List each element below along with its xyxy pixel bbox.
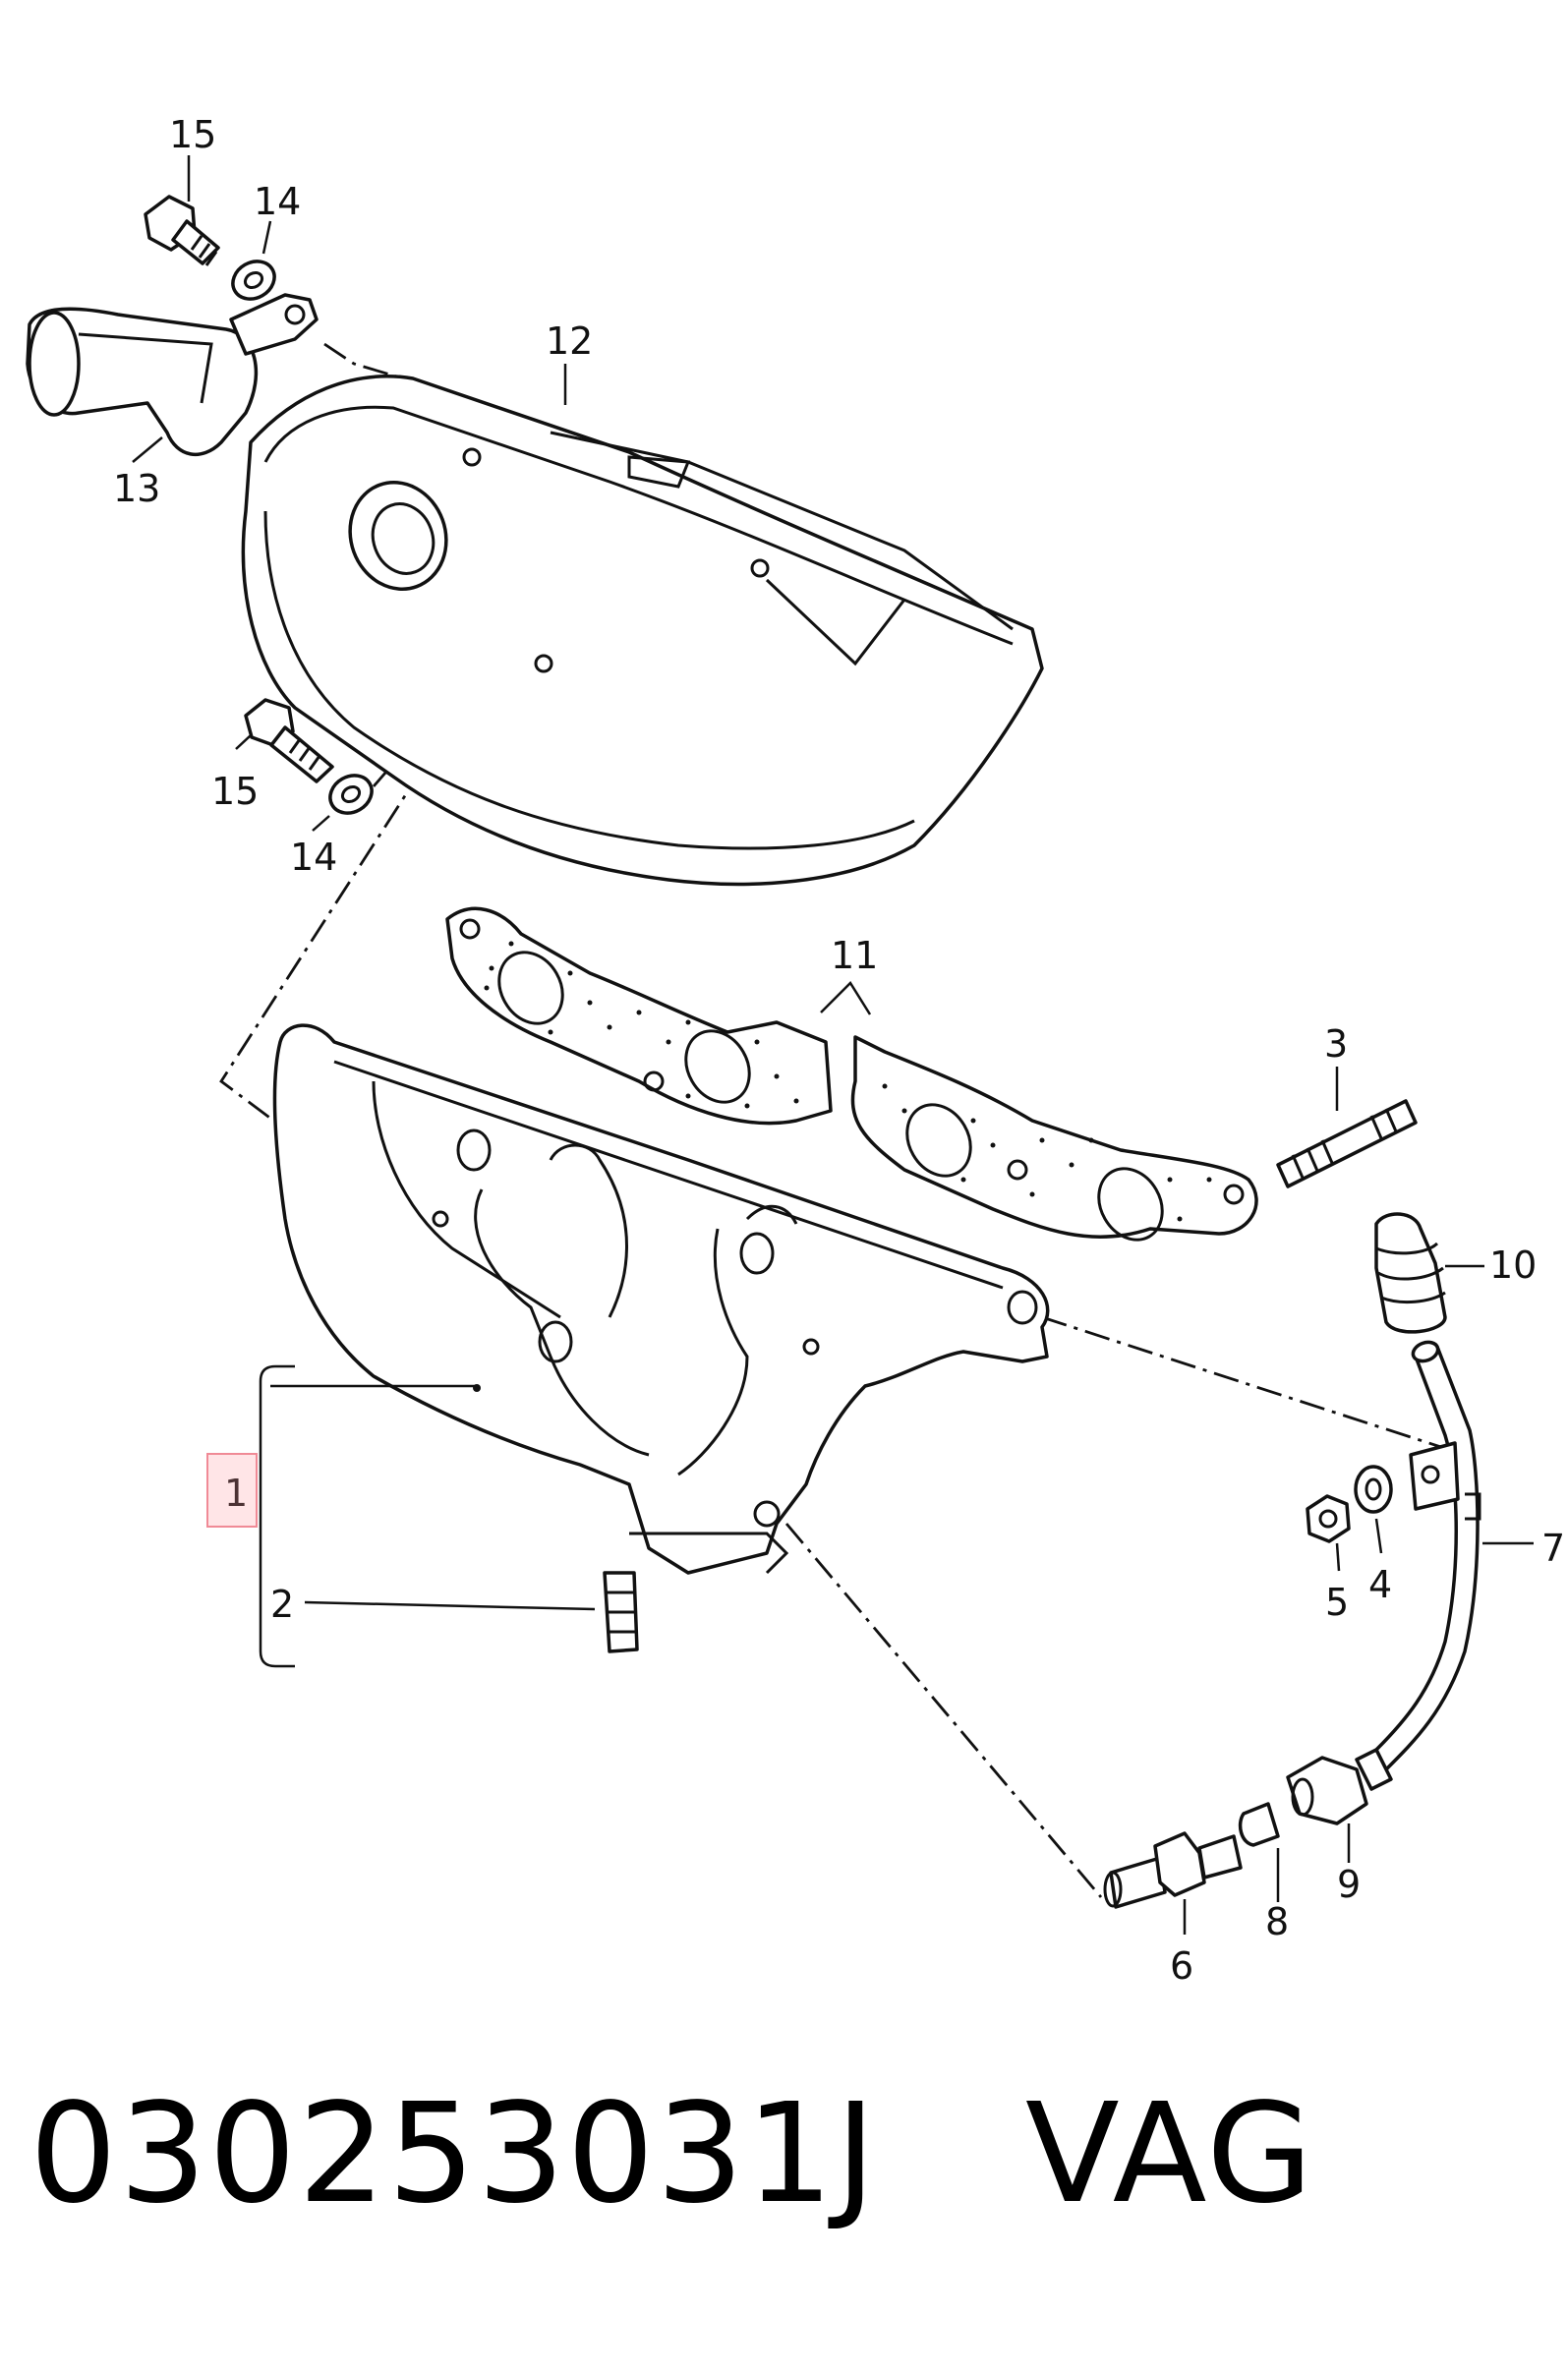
brand-name: VAG [1024,2074,1315,2234]
bolt-lower[interactable] [244,698,334,783]
callout-13: 13 [113,467,160,510]
leader-14a [261,220,272,255]
callout-15a: 15 [169,113,216,156]
leader-15b [235,734,252,750]
callout-8: 8 [1265,1900,1289,1943]
washer-pipe[interactable] [1354,1465,1393,1514]
assembly-line-sensor [784,1523,1103,1898]
bolt-upper[interactable] [144,195,220,266]
callout-3: 3 [1324,1022,1348,1066]
leader-13 [132,436,163,463]
washer-upper[interactable] [226,254,281,306]
union-nut[interactable] [1286,1756,1368,1825]
dowel-pin[interactable] [603,1571,639,1653]
leader-11 [820,981,872,1015]
part-number: 030253031J [29,2074,878,2234]
callout-14b: 14 [290,836,337,879]
exhaust-manifold[interactable] [272,1023,1050,1575]
callout-7: 7 [1541,1527,1565,1570]
callout-12: 12 [546,319,593,363]
stud[interactable] [1276,1099,1418,1188]
compression-olive[interactable] [1238,1802,1280,1847]
callout-10: 10 [1489,1244,1537,1287]
callout-14a: 14 [254,180,301,223]
nut-pipe[interactable] [1306,1494,1351,1543]
callout-5: 5 [1325,1581,1349,1624]
callout-9: 9 [1337,1863,1361,1906]
leader-2 [304,1600,596,1611]
sensor-adapter[interactable] [1103,1831,1243,1909]
assembly-line-heatshield [323,342,404,380]
washer-lower[interactable] [323,768,378,820]
leader-4 [1374,1518,1383,1554]
manifold-gasket[interactable] [445,906,1258,1251]
leader-5 [1335,1542,1341,1572]
air-intake-hose[interactable] [26,293,319,457]
egr-pipe[interactable] [1355,1339,1481,1791]
group-bracket [259,1364,295,1668]
callout-1: 1 [224,1472,248,1515]
assembly-line-pipe [1041,1315,1451,1452]
callout-11: 11 [831,934,878,977]
callout-2: 2 [270,1583,294,1626]
highlight-marker [206,1453,258,1528]
heat-shield[interactable] [241,375,1044,887]
protective-cap[interactable] [1374,1212,1447,1334]
footer: 030253031J VAG [29,2074,1543,2234]
leader-14b [312,815,330,832]
callout-4: 4 [1368,1563,1392,1606]
callout-15b: 15 [211,770,259,813]
callout-6: 6 [1170,1944,1193,1988]
